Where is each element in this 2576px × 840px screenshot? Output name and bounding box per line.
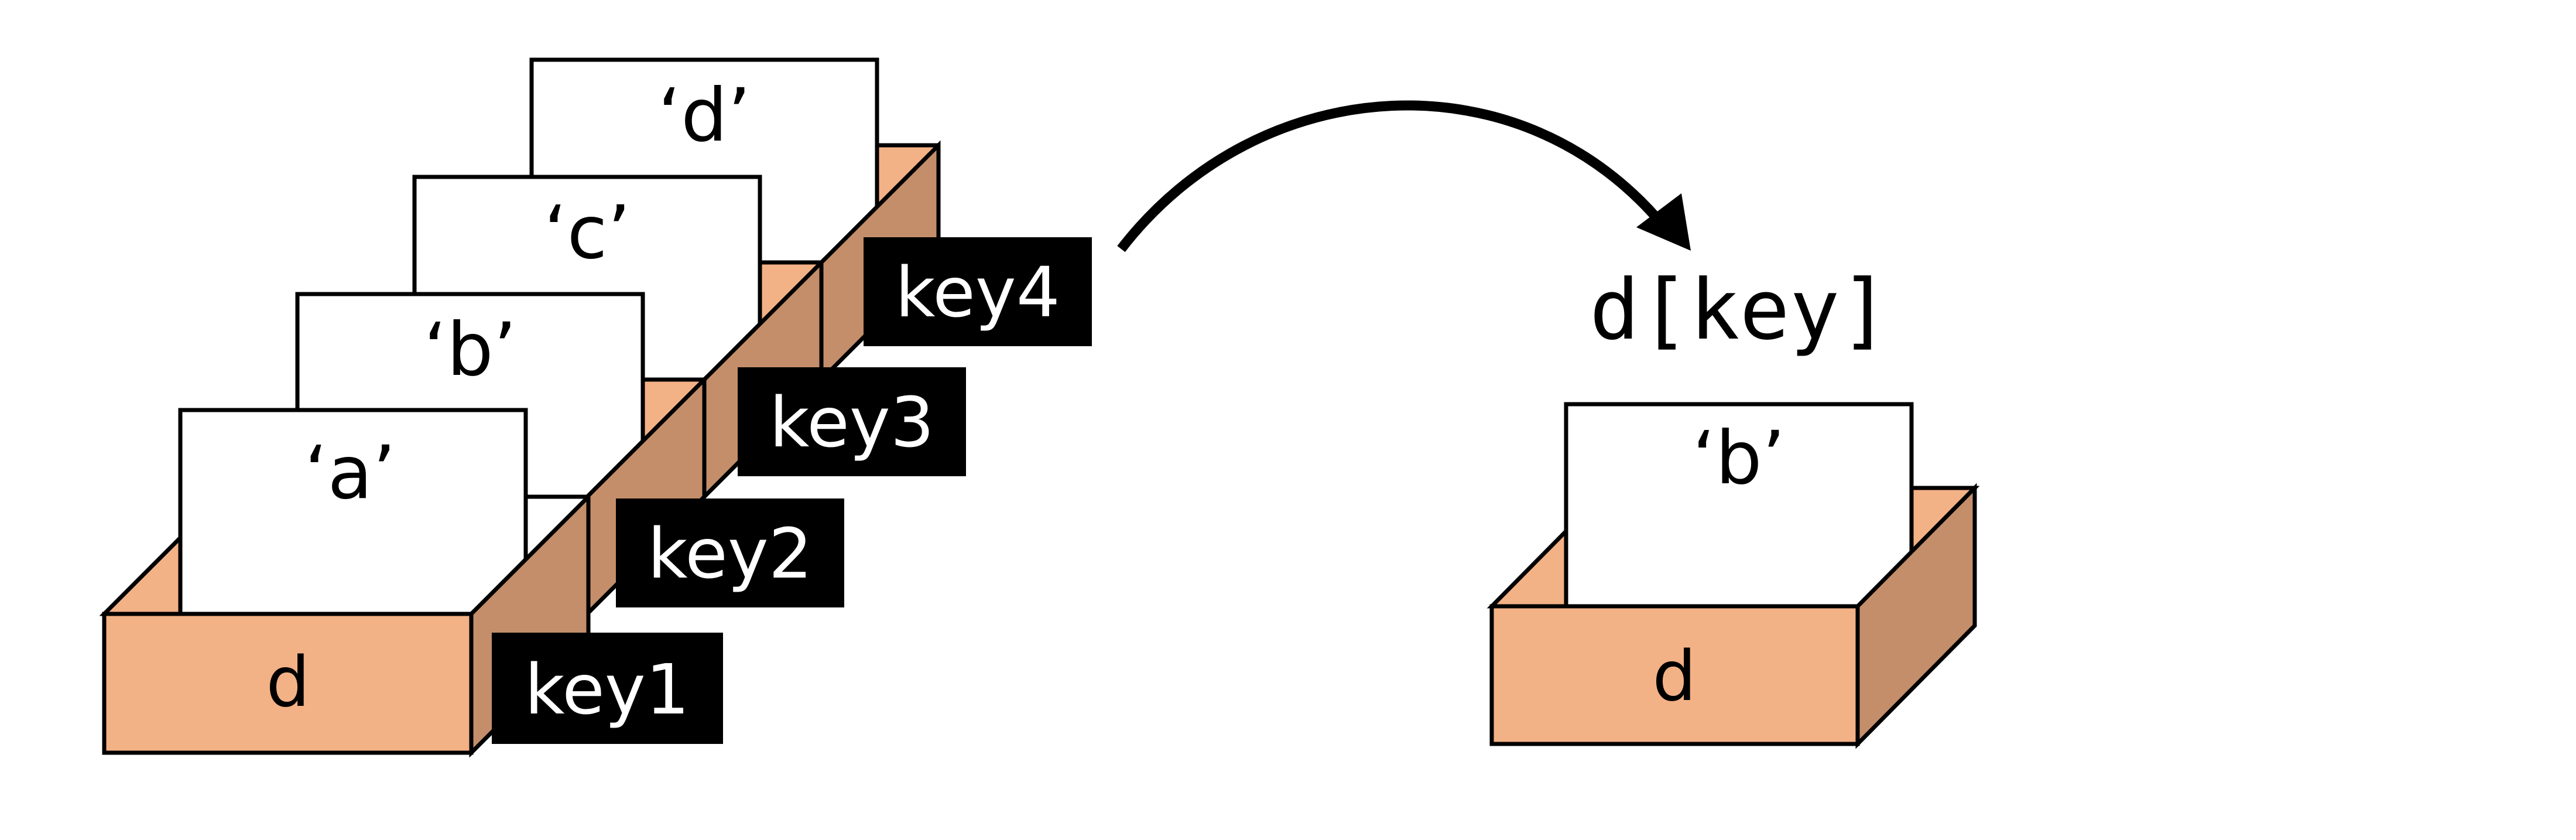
dict-entry-4: ‘d’ key4	[529, 57, 1092, 385]
result-dict: ‘b’ d	[1486, 402, 1980, 749]
key-label-3	[738, 367, 966, 476]
box-label: d	[266, 641, 310, 722]
card-label-4: ‘d’	[658, 73, 751, 158]
key-text-4: key4	[895, 252, 1060, 333]
dict-entry-1: ‘a’ d key1	[99, 408, 723, 758]
box-front	[102, 612, 474, 755]
key-label-4	[864, 237, 1092, 346]
key-text-1: key1	[525, 649, 690, 730]
lookup-arrow	[1117, 100, 1691, 252]
key-label-2	[616, 498, 844, 607]
card-label-3: ‘c’	[544, 190, 631, 275]
arrowhead-icon	[1636, 193, 1691, 251]
card-label-2: ‘b’	[424, 308, 517, 392]
key-label-1	[492, 633, 723, 744]
result-card	[1564, 402, 1914, 609]
key-text-2: key2	[648, 513, 813, 594]
lookup-expression: d[key]	[1590, 262, 1890, 358]
result-box-label: d	[1653, 636, 1697, 716]
key-text-3: key3	[769, 382, 934, 463]
result-box-front	[1489, 604, 1860, 746]
card-1	[178, 408, 528, 616]
arrow-curve	[1117, 100, 1670, 252]
result-card-label: ‘b’	[1693, 416, 1786, 501]
card-label-1: ‘a’	[304, 431, 396, 515]
